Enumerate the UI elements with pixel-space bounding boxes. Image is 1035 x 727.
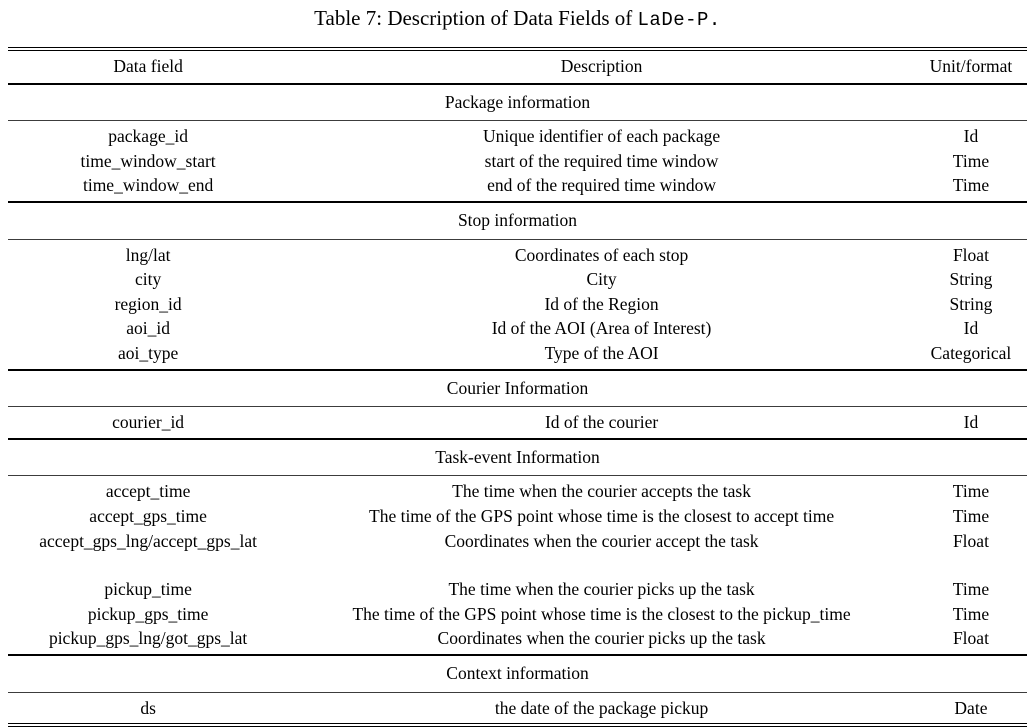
cell-unit: Time: [952, 579, 990, 600]
table-row: time_window_start start of the required …: [8, 149, 1027, 174]
cell-description: [288, 553, 915, 577]
cell-description: Coordinates when the courier accept the …: [444, 530, 759, 551]
cell-field: aoi_type: [117, 343, 179, 364]
cell-field: city: [134, 269, 162, 290]
section-header-row-package: Package information: [8, 83, 1027, 121]
cell-description: Coordinates of each stop: [514, 244, 689, 265]
data-fields-table: Data field Description Unit/format Packa…: [8, 46, 1027, 727]
cell-description: Id of the courier: [544, 412, 659, 433]
table-row: pickup_time The time when the courier pi…: [8, 577, 1027, 602]
cell-field: ds: [140, 697, 156, 718]
table-row: aoi_type Type of the AOI Categorical: [8, 341, 1027, 370]
cell-unit: Id: [963, 412, 979, 433]
header-row: Data field Description Unit/format: [8, 49, 1027, 84]
table-caption-text: Table 7: Description of Data Fields of: [314, 6, 638, 30]
cell-unit: Time: [952, 506, 990, 526]
column-header-description: Description: [560, 55, 643, 76]
cell-description: City: [586, 269, 617, 290]
cell-field: time_window_start: [80, 150, 216, 171]
cell-field: region_id: [114, 293, 182, 314]
section-header-label: Package information: [444, 91, 591, 112]
table-row: aoi_id Id of the AOI (Area of Interest) …: [8, 316, 1027, 341]
column-header-unit-format: Unit/format: [929, 55, 1013, 76]
section-header-label: Courier Information: [446, 377, 589, 398]
table-row: pickup_gps_time The time of the GPS poin…: [8, 602, 1027, 627]
cell-description: The time when the courier accepts the ta…: [452, 481, 751, 502]
table-row: lng/lat Coordinates of each stop Float: [8, 239, 1027, 267]
cell-field: accept_time: [105, 481, 191, 502]
cell-description: The time of the GPS point whose time is …: [352, 603, 851, 624]
cell-unit: String: [949, 269, 993, 290]
section-header-row-context: Context information: [8, 654, 1027, 693]
table-row: courier_id Id of the courier Id: [8, 407, 1027, 439]
cell-field: courier_id: [112, 412, 185, 433]
cell-description: Id of the AOI (Area of Interest): [491, 318, 712, 339]
cell-unit: Categorical: [930, 343, 1012, 364]
cell-description: Id of the Region: [544, 293, 659, 314]
cell-field: accept_gps_lng/accept_gps_lat: [39, 530, 257, 551]
cell-description: start of the required time window: [484, 150, 719, 171]
cell-unit: Float: [952, 628, 989, 649]
section-header-row-task-event: Task-event Information: [8, 438, 1027, 476]
table-row: accept_gps_time The time of the GPS poin…: [8, 504, 1027, 529]
blank-spacer-row: [8, 553, 1027, 577]
cell-field: [8, 553, 288, 577]
cell-field: pickup_gps_time: [87, 603, 209, 624]
cell-unit: Time: [952, 175, 990, 196]
table-caption: Table 7: Description of Data Fields of L…: [0, 5, 1035, 33]
section-header-row-courier: Courier Information: [8, 369, 1027, 407]
cell-description: end of the required time window: [487, 175, 717, 196]
page: { "colors": { "background": "#ffffff", "…: [0, 5, 1035, 727]
cell-unit: String: [949, 293, 993, 314]
table-row: pickup_gps_lng/got_gps_lat Coordinates w…: [8, 626, 1027, 655]
column-header-data-field: Data field: [113, 55, 183, 76]
cell-unit: [915, 553, 1027, 577]
table-body: Package information package_id Unique id…: [8, 83, 1027, 725]
table-row: city City String: [8, 267, 1027, 292]
cell-unit: Id: [963, 318, 979, 339]
cell-field: lng/lat: [125, 244, 171, 265]
table-row: time_window_end end of the required time…: [8, 173, 1027, 202]
cell-description: Coordinates when the courier picks up th…: [437, 628, 766, 649]
cell-unit: Time: [952, 150, 990, 171]
cell-unit: Float: [952, 530, 989, 551]
section-header-label: Stop information: [457, 210, 578, 231]
cell-description: the date of the package pickup: [494, 697, 709, 718]
cell-field: pickup_time: [104, 579, 192, 600]
cell-description: The time of the GPS point whose time is …: [369, 506, 835, 526]
cell-field: accept_gps_time: [89, 506, 207, 526]
dataset-name: LaDe-P.: [637, 9, 721, 31]
cell-field: time_window_end: [82, 175, 214, 196]
section-header-label: Context information: [446, 662, 589, 683]
cell-description: The time when the courier picks up the t…: [448, 579, 755, 600]
cell-field: aoi_id: [126, 318, 170, 339]
section-header-label: Task-event Information: [435, 446, 600, 467]
cell-field: pickup_gps_lng/got_gps_lat: [48, 628, 248, 649]
cell-description: Unique identifier of each package: [483, 126, 721, 147]
cell-unit: Date: [954, 697, 988, 718]
table-header: Data field Description Unit/format: [8, 49, 1027, 84]
cell-field: package_id: [108, 126, 188, 147]
cell-unit: Time: [952, 603, 990, 624]
cell-unit: Float: [952, 244, 989, 265]
cell-unit: Time: [952, 481, 990, 502]
table-row: package_id Unique identifier of each pac…: [8, 121, 1027, 149]
table-row: region_id Id of the Region String: [8, 292, 1027, 317]
cell-unit: Id: [963, 126, 979, 147]
section-header-row-stop: Stop information: [8, 202, 1027, 240]
table-row: ds the date of the package pickup Date: [8, 692, 1027, 725]
cell-description: Type of the AOI: [544, 343, 659, 364]
table-row: accept_time The time when the courier ac…: [8, 476, 1027, 504]
table-row: accept_gps_lng/accept_gps_lat Coordinate…: [8, 529, 1027, 554]
